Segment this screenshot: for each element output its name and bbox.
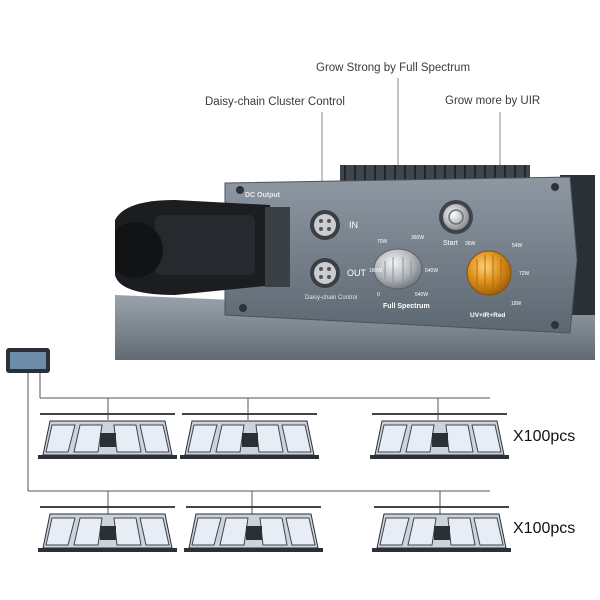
start-button[interactable] [439, 200, 473, 234]
full-spectrum-label: Full Spectrum [383, 303, 430, 310]
wiring [27, 373, 490, 515]
svg-text:36W: 36W [465, 241, 476, 247]
driver-photo: DC Output IN OUT Daisy-chain Control 70W… [115, 165, 595, 360]
fixture-r2-2 [183, 505, 324, 553]
svg-text:18W: 18W [511, 301, 522, 307]
row1-multiplier: X100pcs [513, 428, 576, 445]
uir-knob [466, 250, 512, 296]
svg-text:72W: 72W [519, 271, 530, 277]
dc-output-label: DC Output [245, 192, 281, 199]
out-label: OUT [347, 268, 367, 278]
svg-text:54W: 54W [512, 243, 523, 249]
svg-text:70W: 70W [377, 239, 388, 245]
svg-text:360W: 360W [411, 235, 424, 241]
svg-text:180W: 180W [369, 268, 382, 274]
callout-full-spectrum: Grow Strong by Full Spectrum [316, 62, 471, 74]
callout-daisy-chain: Daisy-chain Cluster Control [205, 96, 345, 108]
row2-multiplier: X100pcs [513, 520, 576, 537]
daisy-chain-control-label: Daisy-chain Control [305, 295, 357, 301]
out-connector [310, 258, 340, 288]
fixture-r1-3 [369, 412, 510, 460]
full-spectrum-knob [373, 248, 423, 290]
in-label: IN [349, 220, 358, 230]
svg-text:0: 0 [377, 292, 380, 298]
start-label: Start [443, 240, 458, 247]
fixture-r2-3 [371, 505, 512, 553]
fixture-r1-2 [179, 412, 320, 460]
controller-device [6, 348, 50, 373]
uir-label: UV+IR+Red [470, 312, 505, 319]
callout-uir: Grow more by UIR [445, 95, 541, 107]
svg-text:540W: 540W [425, 268, 438, 274]
in-connector [310, 210, 340, 240]
svg-text:540W: 540W [415, 292, 428, 298]
